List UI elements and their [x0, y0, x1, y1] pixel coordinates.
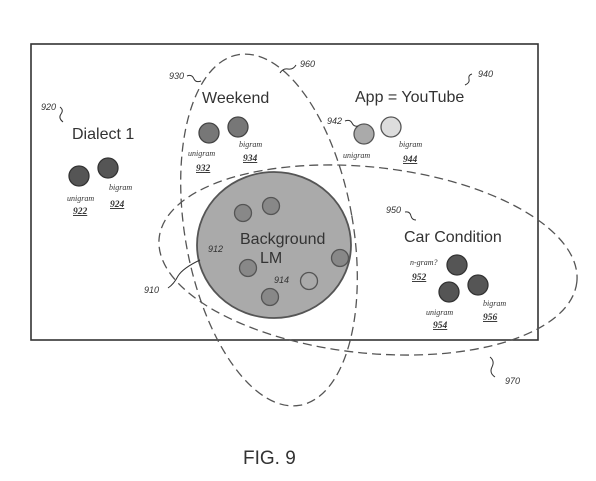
background-lm-nodes: [233, 196, 350, 307]
outer-frame: [30, 43, 539, 341]
ref-930: 930: [169, 71, 184, 81]
ref-940: 940: [478, 69, 493, 79]
ref-970: 970: [505, 376, 520, 386]
app-title: App = YouTube: [355, 89, 464, 106]
weekend-unigram-node: [198, 122, 220, 144]
bg-node: [330, 248, 350, 268]
car-title: Car Condition: [404, 229, 502, 246]
ref-912: 912: [208, 244, 223, 254]
leader-920: [59, 106, 64, 123]
bg-node: [299, 271, 319, 291]
ref-956: 956: [483, 313, 498, 323]
ref-950: 950: [386, 205, 401, 215]
ref-954: 954: [433, 321, 448, 331]
label-952-type: n-gram?: [410, 258, 438, 267]
label-943-type: unigram: [343, 151, 370, 160]
ref-914: 914: [274, 275, 289, 285]
label-924-type: bigram: [109, 183, 132, 192]
ref-934: 934: [243, 154, 258, 164]
label-944-type: bigram: [399, 140, 422, 149]
app-node-944: [380, 116, 402, 138]
background-lm-title-line2: LM: [260, 250, 282, 267]
background-lm-title-line1: Background: [240, 231, 325, 248]
leader-940: [464, 73, 473, 86]
dialect-bigram-node: [97, 157, 119, 179]
ref-942: 942: [327, 116, 342, 126]
ref-960: 960: [300, 59, 315, 69]
bg-node: [238, 258, 258, 278]
label-954-type: unigram: [426, 308, 453, 317]
weekend-bigram-node: [227, 116, 249, 138]
loop-970: [158, 164, 578, 356]
bg-node: [261, 196, 281, 216]
ref-944: 944: [403, 155, 418, 165]
label-956-type: bigram: [483, 299, 506, 308]
weekend-title: Weekend: [202, 90, 269, 107]
ref-952: 952: [412, 273, 427, 283]
ref-922: 922: [73, 207, 88, 217]
car-unigram-node: [438, 281, 460, 303]
bg-node: [260, 287, 280, 307]
app-node-942: [353, 123, 375, 145]
bg-node: [233, 203, 253, 223]
loop-960: [180, 53, 358, 407]
car-bigram-node: [467, 274, 489, 296]
label-932-type: unigram: [188, 149, 215, 158]
ref-910: 910: [144, 285, 159, 295]
ref-920: 920: [41, 102, 56, 112]
reference-leaders: [59, 64, 496, 378]
label-922-type: unigram: [67, 194, 94, 203]
leader-970: [489, 356, 496, 378]
figure-caption: FIG. 9: [243, 448, 296, 469]
dialect-unigram-node: [68, 165, 90, 187]
leader-960: [279, 64, 297, 74]
leader-930: [186, 74, 202, 83]
ref-924: 924: [110, 200, 125, 210]
label-934-type: bigram: [239, 140, 262, 149]
leader-950: [404, 211, 417, 221]
dialect-title: Dialect 1: [72, 126, 134, 143]
leader-910: [167, 259, 201, 289]
car-ngram-node: [446, 254, 468, 276]
leader-942: [344, 119, 359, 127]
ref-932: 932: [196, 164, 211, 174]
